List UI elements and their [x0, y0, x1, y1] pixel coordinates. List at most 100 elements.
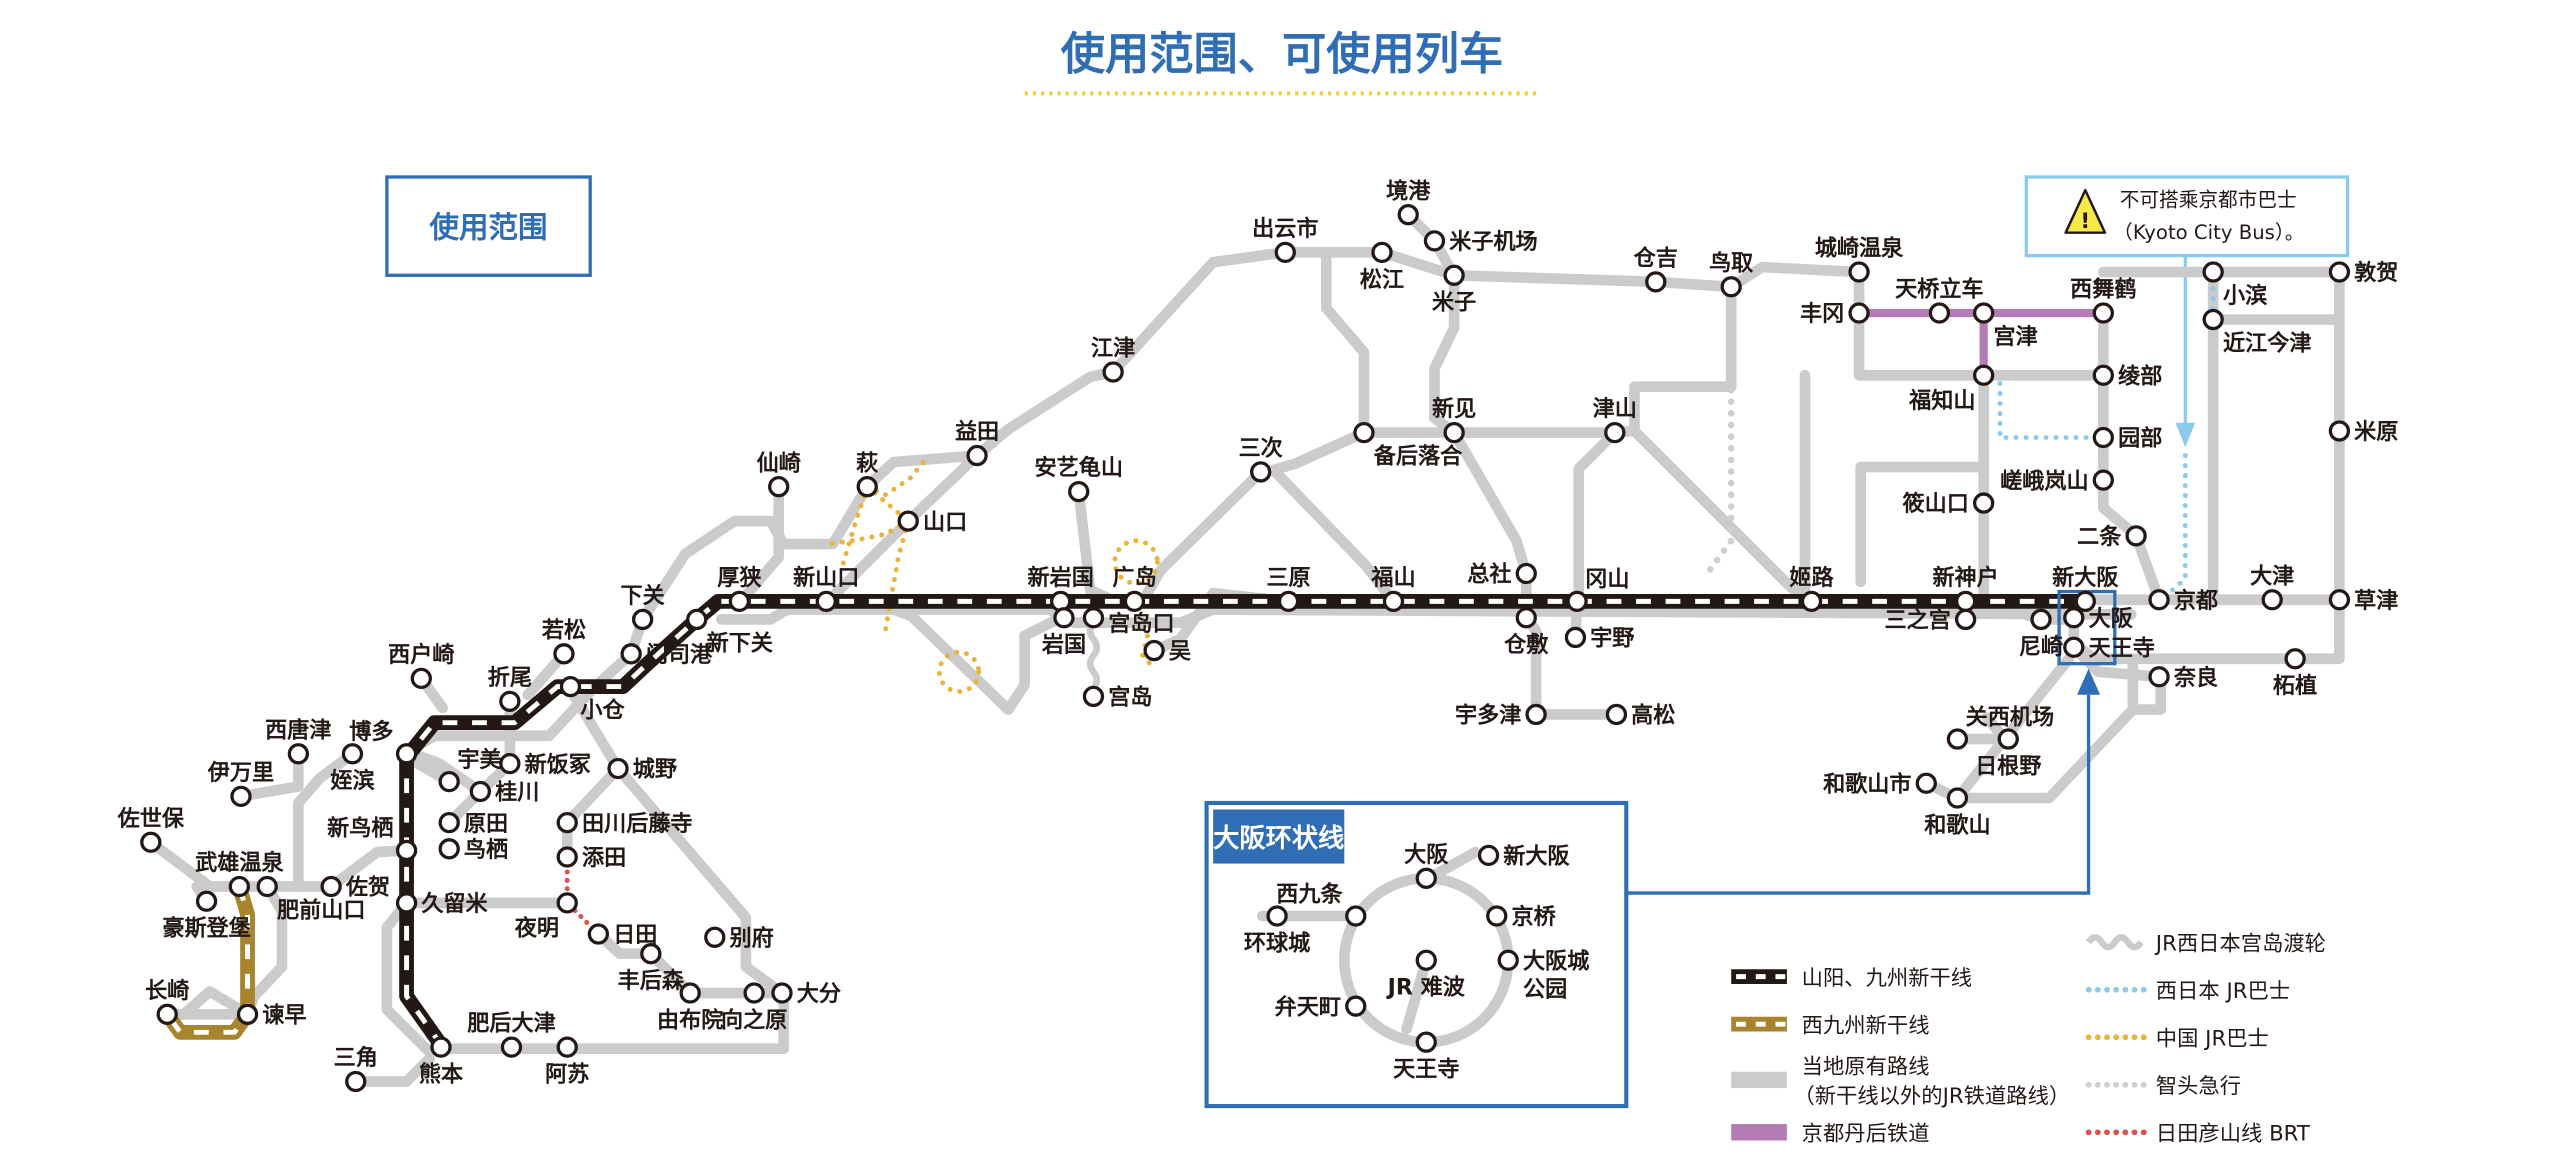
station-label: 久留米 — [421, 891, 488, 917]
legend-local-lines: 当地原有路线 （新干线以外的JR铁道路线） — [1731, 1054, 2070, 1109]
station-marker — [607, 757, 629, 780]
station-tsuruga — [2328, 261, 2351, 283]
station-matsue — [1371, 241, 1393, 264]
station-kinosaki — [1848, 261, 1870, 283]
station-label: 筱山口 — [1903, 491, 1969, 517]
station-imari — [230, 785, 252, 808]
station-label: 宫津 — [1993, 324, 2037, 350]
station-marker — [1443, 421, 1465, 444]
station-label: 姬路 — [1789, 565, 1834, 591]
station-marker — [815, 590, 837, 613]
station-label: 新饭冢 — [525, 752, 591, 778]
station-marker — [256, 875, 278, 898]
station-marker — [1566, 590, 1588, 613]
station-label: 下关 — [621, 583, 666, 609]
station-label: 天王寺 — [1393, 1057, 1459, 1083]
station-marker — [1486, 905, 1508, 927]
station-label: 新鸟栖 — [327, 816, 393, 842]
station-shin-kobe — [1954, 590, 1977, 613]
station-orio — [499, 690, 521, 712]
station-shin-osaka — [2074, 590, 2096, 613]
warning-arrow-icon — [2175, 422, 2196, 448]
station-label: 柘植 — [2273, 673, 2317, 699]
station-fukuyama — [1382, 590, 1405, 613]
station-kusatsu — [2328, 589, 2351, 611]
station-marker — [1997, 728, 2019, 750]
station-marker — [320, 875, 342, 898]
station-shin-osaka: 新大阪 — [1477, 844, 1571, 870]
station-wakayamashi — [1915, 772, 1937, 794]
station-tagawa — [556, 811, 578, 834]
miyajima-ferry-line — [1086, 620, 1101, 691]
station-label: 大阪 — [1404, 842, 1449, 868]
station-marker — [1928, 302, 1951, 324]
station-soja — [1515, 562, 1537, 585]
station-osakajo2: 公园 — [1523, 976, 1567, 1002]
station-shin-shimonoseki — [686, 608, 708, 631]
station-label: 厚狭 — [717, 565, 762, 591]
station-marker — [1415, 1031, 1437, 1053]
station-label: 京桥 — [1512, 904, 1557, 930]
legend-nishikyushu: 西九州新干线 — [1731, 1013, 1930, 1038]
station-miyajima — [1082, 685, 1105, 708]
station-label: 西九条 — [1276, 881, 1343, 907]
station-utazu — [1525, 703, 1547, 726]
station-sasebo — [140, 831, 162, 853]
station-nishikaratsu — [287, 743, 310, 765]
station-marker — [679, 982, 701, 1004]
station-label: 广岛 — [1112, 565, 1156, 591]
station-marker — [140, 831, 162, 853]
station-label: 三之宫 — [1885, 608, 1951, 634]
stations: 熊本三角肥后大津阿苏久留米新鸟栖鸟栖原田宇美博多西户崎折尾若松小仓门司港下关新下… — [117, 178, 2398, 1093]
station-label: 福山 — [1370, 565, 1415, 591]
station-tsuyama — [1604, 421, 1626, 444]
station-marker — [1266, 905, 1288, 927]
station-bingo-ochiai — [1353, 421, 1375, 444]
station-label: 天桥立车 — [1895, 277, 1983, 303]
station-marker — [2328, 420, 2351, 442]
station-marker — [1397, 204, 1419, 226]
station-marker — [500, 1036, 523, 1058]
station-miyazu — [1973, 302, 1995, 324]
station-marker — [587, 923, 610, 945]
station-marker — [341, 743, 364, 765]
station-hizen-yamaguchi — [256, 875, 278, 898]
station-marker — [2063, 636, 2085, 658]
svg-text:（新干线以外的JR铁道路线）: （新干线以外的JR铁道路线） — [1793, 1084, 2070, 1109]
station-label: 西唐津 — [265, 717, 331, 743]
station-label: 境港 — [1386, 178, 1431, 204]
nishikyushu-shinkansen — [161, 884, 255, 1040]
station-osaka — [2063, 607, 2085, 629]
station-label: 博多 — [349, 719, 393, 745]
warning-line1: 不可搭乘京都市巴士 — [2120, 188, 2297, 211]
station-marker — [2125, 525, 2147, 547]
station-marker — [1645, 271, 1667, 293]
svg-text:日田彦山线 BRT: 日田彦山线 BRT — [2156, 1122, 2311, 1147]
station-kurayoshi — [1645, 271, 1667, 293]
station-marker — [640, 943, 662, 965]
station-marker — [771, 982, 793, 1004]
station-label: 武雄温泉 — [195, 850, 284, 876]
svg-text:京都丹后铁道: 京都丹后铁道 — [1802, 1122, 1930, 1147]
station-sagaarashiyama — [2092, 469, 2114, 491]
station-isahaya — [236, 1003, 259, 1025]
station-senzaki — [768, 476, 790, 498]
station-marker — [1946, 728, 1969, 750]
station-nishitozaki — [410, 667, 432, 690]
station-marker — [236, 1003, 259, 1025]
station-label: 向之原 — [721, 1007, 787, 1033]
station-marker — [1973, 364, 1995, 386]
station-hineno — [1997, 728, 2019, 750]
station-uno — [1564, 626, 1587, 649]
station-marker — [2284, 648, 2306, 670]
station-label: 长崎 — [145, 978, 189, 1004]
chugoku-jr-bus-lines — [825, 456, 1160, 694]
station-label: 草津 — [2354, 588, 2398, 614]
station-tennoji: 天王寺 — [1393, 1031, 1459, 1083]
station-label: JR 难波 — [1386, 975, 1466, 1001]
station-kyobashi: 京桥 — [1486, 904, 1557, 930]
legend-wjr-bus: 西日本 JR巴士 — [2085, 979, 2290, 1004]
station-iwakuni — [1053, 607, 1075, 629]
station-marker — [1477, 844, 1500, 867]
station-label: 西舞鹤 — [2070, 277, 2136, 303]
